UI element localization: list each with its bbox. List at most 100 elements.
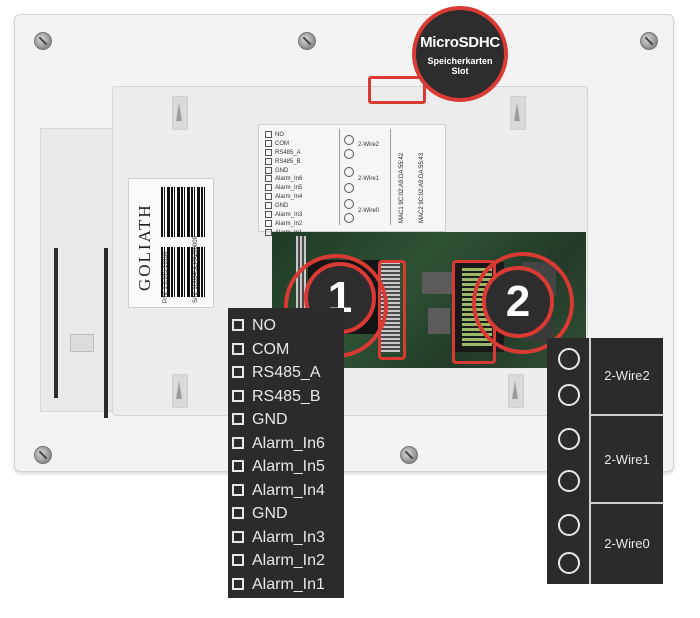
terminal-box-icon <box>232 342 244 355</box>
vent-slot-left <box>54 248 58 398</box>
legend-terminal-row: NO <box>232 314 276 338</box>
sticker-box-icon <box>265 157 272 165</box>
legend-terminal-label: Alarm_In3 <box>252 528 325 546</box>
legend-terminal-row: GND <box>232 502 288 526</box>
sticker-wire-1: 2-Wire1 <box>358 176 380 182</box>
legend-terminal-row: RS485_A <box>232 361 321 385</box>
sticker-terminal-label: RS485_B <box>275 158 301 165</box>
sticker-terminal-label: Alarm_In6 <box>275 176 303 183</box>
terminal-box-icon <box>232 366 244 378</box>
legend-terminal-label: RS485_B <box>252 387 321 405</box>
sticker-terminal-row: Alarm_In3 <box>265 210 303 220</box>
keyhole-bottom-left <box>172 374 188 408</box>
connector-2-ring <box>472 252 574 354</box>
terminal-circle <box>558 384 580 406</box>
legend-divider <box>589 502 663 504</box>
sticker-terminal-label: GND <box>275 167 289 174</box>
sticker-box-icon <box>265 228 272 236</box>
terminal-box-icon <box>232 483 244 496</box>
sticker-box-icon <box>265 210 272 218</box>
sticker-box-icon <box>265 184 272 192</box>
sticker-box-icon <box>265 148 272 156</box>
callout-2: 2 <box>482 266 554 338</box>
legend-terminal-row: Alarm_In2 <box>232 549 325 573</box>
pn-label: P/N: <box>163 291 169 303</box>
component <box>428 308 450 334</box>
mac1-text: MAC1 9C:02:A9:DA:55:42 <box>399 153 405 223</box>
sticker-terminal-row: NO <box>265 131 302 140</box>
legend-wire-1: 2-Wire1 <box>604 452 650 467</box>
microsd-subtitle-line2: Slot <box>451 66 469 76</box>
sticker-circle <box>344 199 354 209</box>
terminal-circle <box>558 348 580 370</box>
sticker-box-icon <box>265 166 272 174</box>
sticker-terminal-row: GND <box>265 202 302 211</box>
sticker-box-icon <box>265 202 272 209</box>
legend-divider-vertical <box>589 338 591 584</box>
legend-terminal-label: NO <box>252 317 276 334</box>
screw-top-right <box>640 32 658 50</box>
screw-top-center <box>298 32 316 50</box>
legend-terminal-row: COM <box>232 338 289 362</box>
brand-logo: GOLIATH <box>135 203 154 291</box>
sn-text: S/N: 1C004SEPAZ00009 <box>193 236 199 303</box>
sticker-circle <box>344 167 354 177</box>
terminal-box-icon <box>232 413 244 425</box>
component <box>422 272 452 294</box>
sticker-terminal-row: GND <box>265 166 302 176</box>
sticker-terminal-label: NO <box>275 132 284 139</box>
sticker-terminal-label: GND <box>275 203 289 210</box>
terminal-box-icon <box>232 577 244 590</box>
legend-terminal-label: GND <box>252 411 288 428</box>
sticker-circle <box>344 213 354 223</box>
sticker-circle <box>344 149 354 159</box>
pn-text: P/N: 1.0.015.10166 <box>163 251 169 303</box>
legend-terminal-label: GND <box>252 505 288 522</box>
sticker-terminal-label: Alarm_In5 <box>275 185 303 192</box>
legend-terminal-row: Alarm_In6 <box>232 432 325 456</box>
sticker-terminal-row: Alarm_In5 <box>265 184 302 193</box>
terminal-circle <box>558 552 580 574</box>
legend-terminal-row: Alarm_In1 <box>232 573 325 597</box>
sticker-box-icon <box>265 193 272 201</box>
left-side-plate <box>40 128 114 412</box>
legend-terminal-row: GND <box>232 408 288 432</box>
screw-top-left <box>34 32 52 50</box>
legend-terminal-label: Alarm_In1 <box>252 575 325 593</box>
sticker-box-icon <box>265 139 272 147</box>
legend-terminal-row: Alarm_In5 <box>232 455 325 479</box>
legend-terminal-label: COM <box>252 340 290 358</box>
terminal-box-icon <box>232 530 244 543</box>
sticker-wire-0: 2-Wire0 <box>358 208 380 214</box>
sticker-terminal-label: Alarm_In4 <box>275 194 303 201</box>
sticker-terminal-row: Alarm_In2 <box>265 219 302 229</box>
sticker-terminal-row: Alarm_In4 <box>265 193 302 202</box>
microsd-badge: MicroSDHC Speicherkarten Slot <box>412 6 508 102</box>
barcode-pn <box>161 187 205 237</box>
screw-bottom-left <box>34 446 52 464</box>
screw-bottom-center <box>400 446 418 464</box>
sticker-terminal-row: RS485_B <box>265 157 302 167</box>
terminal-circle <box>558 428 580 450</box>
sticker-terminal-label: RS485_A <box>275 149 301 156</box>
terminal-box-icon <box>232 436 244 449</box>
sticker-circle <box>344 183 354 193</box>
sticker-box-icon <box>265 175 272 183</box>
legend-terminal-row: Alarm_In3 <box>232 526 325 550</box>
vent-slot-right <box>104 248 108 418</box>
terminal-box-icon <box>232 319 244 331</box>
sticker-terminal-row: RS485_A <box>265 148 302 158</box>
mac2-label: MAC2 <box>419 206 425 223</box>
mac2-text: MAC2 9C:02:A9:DA:55:43 <box>419 153 425 223</box>
sticker-terminal-row: Alarm_In6 <box>265 175 302 184</box>
sticker-terminal-row: COM <box>265 139 302 149</box>
terminal-sticker-wires: 2-Wire2 2-Wire1 2-Wire0 <box>339 129 391 225</box>
legend-terminal-label: RS485_A <box>252 364 321 381</box>
sticker-terminal-label: Alarm_In3 <box>275 211 303 218</box>
sticker-box-icon <box>265 219 272 227</box>
legend-terminal-label: Alarm_In5 <box>252 458 325 475</box>
microsd-subtitle-line1: Speicherkarten <box>427 56 493 66</box>
terminal-box-icon <box>232 554 244 566</box>
